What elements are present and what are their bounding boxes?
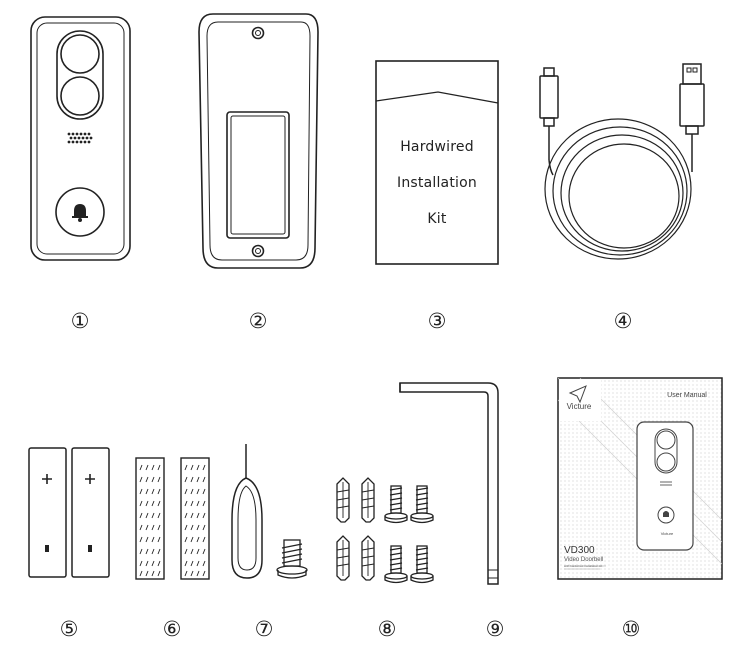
kit-label-line2: Installation [397, 175, 477, 191]
item-number-3: ③ [427, 309, 447, 333]
screws-anchors-icon [336, 477, 434, 584]
item-number-8: ⑧ [377, 617, 397, 641]
usb-cable-icon [539, 63, 705, 260]
item-number-4: ④ [613, 309, 633, 333]
mounting-bracket-icon [198, 13, 319, 269]
manual-brand: Victure [566, 402, 592, 411]
user-manual-icon [557, 377, 723, 580]
adhesive-tape-icon [135, 457, 210, 580]
item-number-6: ⑥ [162, 617, 182, 641]
item-number-5: ⑤ [59, 617, 79, 641]
item-number-1: ① [70, 309, 90, 333]
installation-kit-card-icon [375, 60, 499, 265]
item-number-9: ⑨ [485, 617, 505, 641]
manual-small-print: with hardwired installation kit [564, 564, 603, 568]
hex-key-icon [399, 382, 499, 585]
item-number-10: ⑩ [621, 617, 641, 641]
item-number-2: ② [248, 309, 268, 333]
kit-label-line1: Hardwired [400, 139, 474, 155]
manual-subtitle: Video Doorbell [564, 557, 604, 563]
battery-icon [28, 447, 110, 578]
item-number-7: ⑦ [254, 617, 274, 641]
doorbell-icon [30, 16, 131, 261]
manual-header: User Manual [667, 392, 707, 399]
spring-screw-icon [276, 539, 308, 579]
kit-label-line3: Kit [427, 211, 447, 227]
manual-model: VD300 [564, 545, 595, 556]
manual-device-brand: Victure [660, 531, 674, 536]
reset-pin-icon [231, 444, 263, 579]
